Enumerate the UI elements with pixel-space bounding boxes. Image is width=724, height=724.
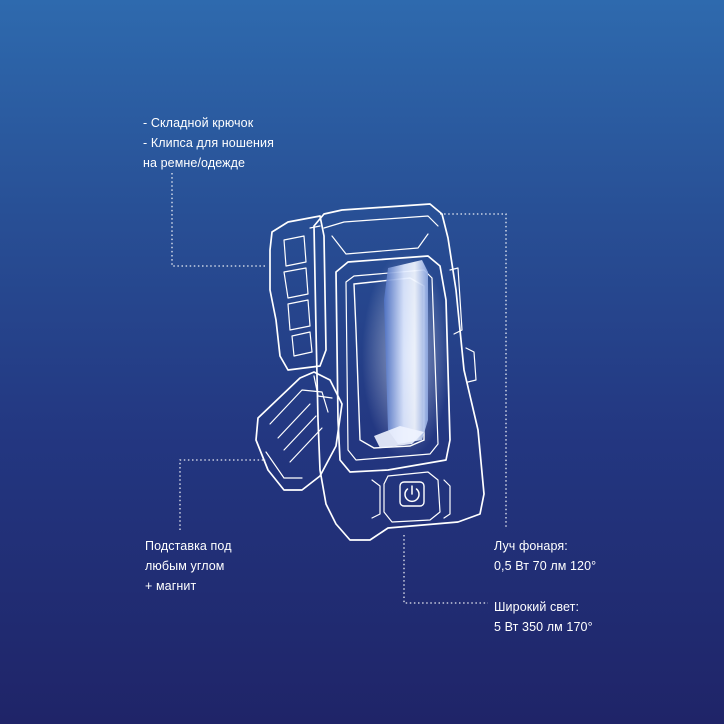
leader-stand bbox=[179, 459, 266, 530]
callout-wide-line2: 5 Вт 350 лм 170° bbox=[494, 620, 593, 634]
callout-hook-line2: - Клипса для ношения bbox=[143, 136, 274, 150]
callout-stand-line3: + магнит bbox=[145, 579, 197, 593]
callout-beam-line2: 0,5 Вт 70 лм 120° bbox=[494, 559, 597, 573]
clip-hook-part bbox=[269, 215, 327, 371]
callout-hook-line1: - Складной крючок bbox=[143, 116, 254, 130]
callout-wide: Широкий свет: 5 Вт 350 лм 170° bbox=[494, 597, 593, 637]
callout-stand-line2: любым углом bbox=[145, 559, 225, 573]
led-panel bbox=[353, 252, 450, 460]
leader-wide bbox=[403, 535, 488, 604]
callout-hook-line3: на ремне/одежде bbox=[143, 156, 246, 170]
control-panel bbox=[371, 471, 451, 523]
leader-beam bbox=[440, 213, 507, 527]
callout-beam: Луч фонаря: 0,5 Вт 70 лм 120° bbox=[494, 536, 596, 576]
callout-wide-line1: Широкий свет: bbox=[494, 600, 580, 614]
work-light-drawing bbox=[171, 173, 507, 604]
leader-hook bbox=[171, 173, 266, 267]
product-diagram: - Складной крючок - Клипса для ношения н… bbox=[88, 0, 636, 724]
callout-stand-line1: Подставка под bbox=[145, 539, 232, 553]
callout-stand: Подставка под любым углом + магнит bbox=[145, 536, 232, 596]
power-button-icon[interactable] bbox=[399, 481, 425, 507]
callout-hook: - Складной крючок - Клипса для ношения н… bbox=[143, 113, 274, 173]
stand-bracket-part bbox=[255, 371, 343, 491]
callout-beam-line1: Луч фонаря: bbox=[494, 539, 568, 553]
